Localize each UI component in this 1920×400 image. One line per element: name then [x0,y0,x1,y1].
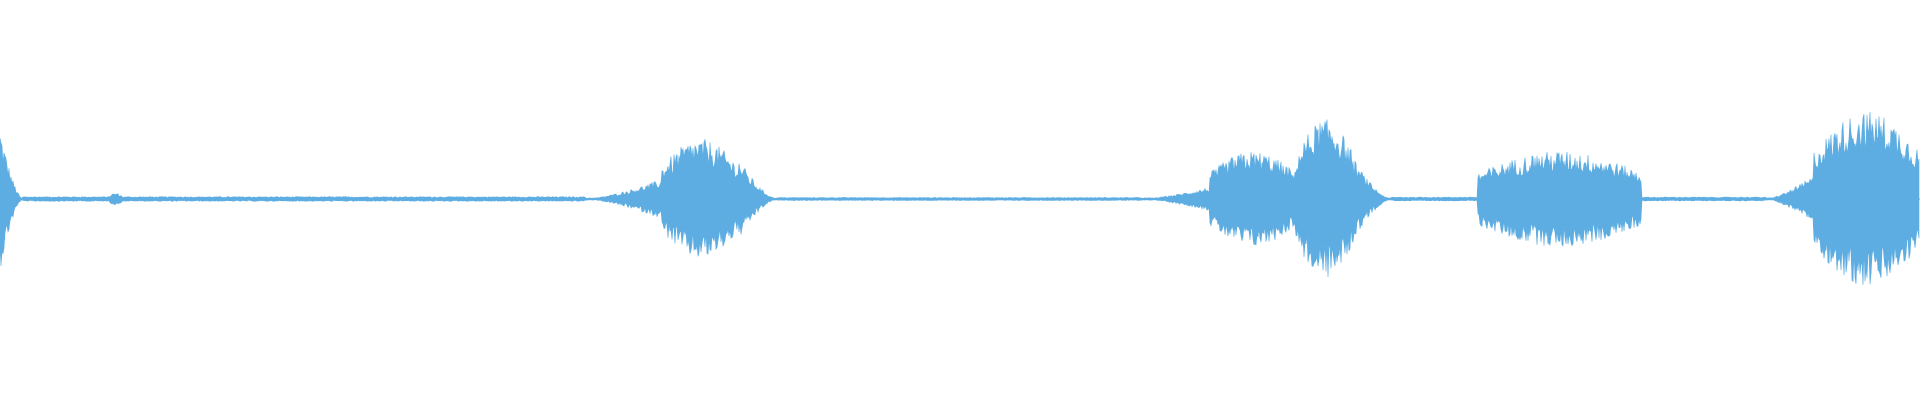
waveform-path [0,112,1920,285]
